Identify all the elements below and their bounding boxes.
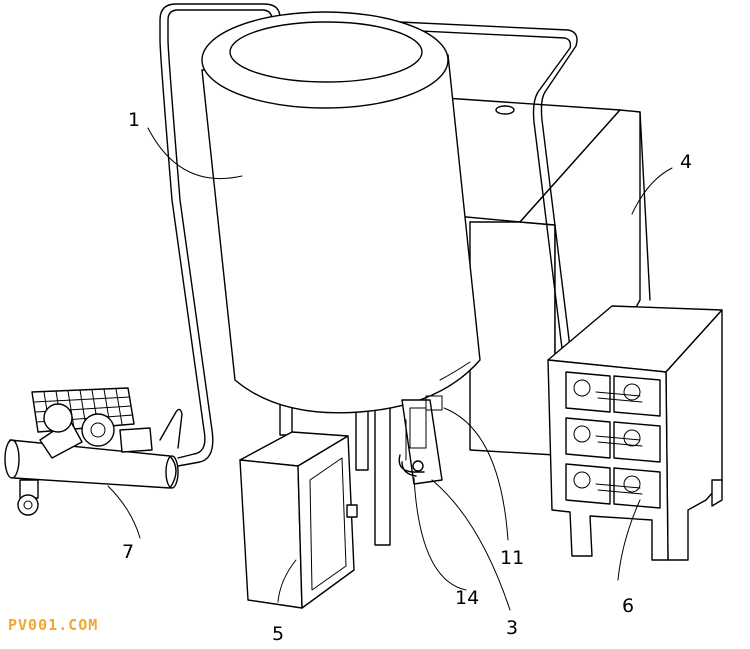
- label-valve: 3: [506, 617, 518, 639]
- leader-lines: [107, 127, 673, 611]
- box-port-icon: [495, 105, 515, 115]
- label-compressor: 7: [122, 541, 134, 563]
- label-pump-bottom: 14: [455, 587, 479, 609]
- label-cabinet: 5: [272, 623, 284, 645]
- manifold-6: [547, 305, 723, 561]
- box-4: [444, 97, 651, 456]
- watermark: PV001.COM: [8, 616, 98, 634]
- label-manifold: 6: [622, 595, 634, 617]
- pump-assembly: [398, 395, 443, 485]
- cabinet-handle-icon: [346, 504, 358, 518]
- cabinet-5: [239, 431, 358, 609]
- label-pump-top: 11: [500, 547, 524, 569]
- compressor-7: [4, 387, 183, 516]
- part-labels: 1 4 7 5 6 11 14 3: [122, 109, 692, 645]
- label-box: 4: [680, 151, 692, 173]
- label-tank: 1: [128, 109, 140, 131]
- tank-1: [201, 11, 481, 414]
- tank-legs: [279, 399, 391, 546]
- compressor-wheel-icon: [17, 494, 39, 516]
